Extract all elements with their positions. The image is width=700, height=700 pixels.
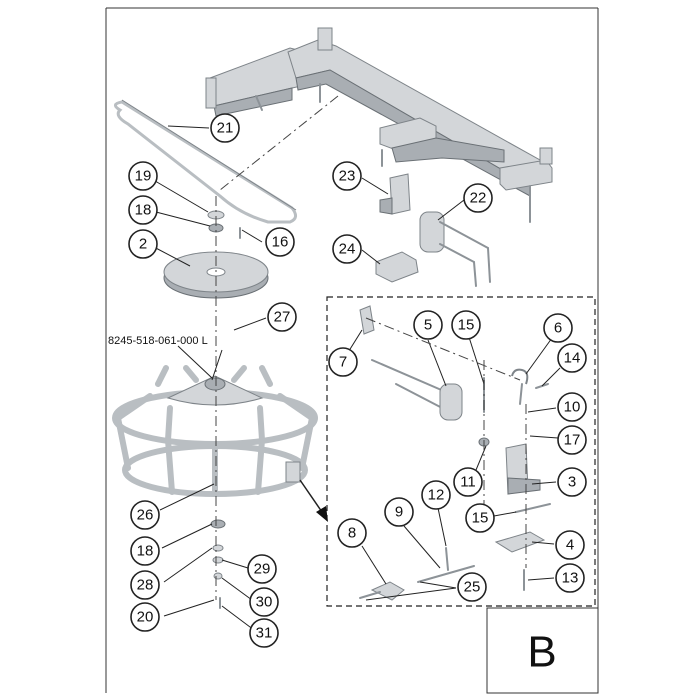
belt-part bbox=[114, 99, 297, 224]
callout-label: 29 bbox=[254, 561, 271, 578]
callout-label: 21 bbox=[217, 120, 234, 137]
leader-lines bbox=[149, 125, 561, 631]
callout-7: 7 bbox=[328, 347, 358, 377]
callout-12: 12 bbox=[421, 480, 451, 510]
callout-5: 5 bbox=[413, 310, 443, 340]
callout-10: 10 bbox=[557, 392, 587, 422]
callout-label: 27 bbox=[274, 309, 291, 326]
callout-22: 22 bbox=[463, 183, 493, 213]
callout-11: 11 bbox=[453, 467, 483, 497]
section-letter: B bbox=[527, 628, 556, 677]
reel-basket-part bbox=[112, 365, 318, 497]
callout-28: 28 bbox=[130, 570, 160, 600]
callout-20: 20 bbox=[130, 602, 160, 632]
callout-label: 17 bbox=[564, 432, 581, 449]
callout-label: 28 bbox=[137, 577, 154, 594]
callout-17: 17 bbox=[557, 425, 587, 455]
callout-label: 7 bbox=[339, 354, 347, 371]
callout-19: 19 bbox=[128, 161, 158, 191]
washer-29-part bbox=[212, 556, 224, 564]
detail-arrow bbox=[299, 479, 328, 522]
callout-label: 23 bbox=[339, 168, 356, 185]
lever-8-part bbox=[359, 581, 405, 601]
pin-12-part bbox=[445, 547, 449, 571]
callout-label: 12 bbox=[428, 487, 445, 504]
washer-28-part bbox=[212, 544, 224, 552]
callout-label: 30 bbox=[256, 594, 273, 611]
callout-label: 5 bbox=[424, 317, 432, 334]
callout-8: 8 bbox=[337, 518, 367, 548]
callout-label: 20 bbox=[137, 609, 154, 626]
callout-label: 15 bbox=[472, 510, 489, 527]
callout-label: 4 bbox=[566, 537, 574, 554]
callout-label: 18 bbox=[135, 202, 152, 219]
callout-25: 25 bbox=[457, 572, 487, 602]
callout-label: 13 bbox=[562, 570, 579, 587]
callout-4: 4 bbox=[555, 530, 585, 560]
callout-16: 16 bbox=[265, 227, 295, 257]
spring-22-part bbox=[419, 211, 491, 287]
nut-18-lower-part bbox=[210, 519, 226, 529]
callout-14: 14 bbox=[557, 343, 587, 373]
callout-label: 3 bbox=[568, 474, 576, 491]
callout-29: 29 bbox=[247, 554, 277, 584]
callout-15-lower: 15 bbox=[465, 503, 495, 533]
callout-label: 11 bbox=[460, 474, 476, 491]
shackle-6-part bbox=[511, 368, 529, 405]
callout-18-lower: 18 bbox=[130, 536, 160, 566]
callout-label: 6 bbox=[554, 320, 562, 337]
drawing-frame bbox=[105, 7, 599, 694]
plate-4-part bbox=[494, 531, 546, 553]
callout-label: 10 bbox=[564, 399, 581, 416]
main-frame-part bbox=[205, 27, 553, 223]
callout-26: 26 bbox=[130, 500, 160, 530]
callout-label: 8 bbox=[348, 525, 356, 542]
bracket-23-part bbox=[379, 173, 411, 215]
washer-30-part bbox=[213, 572, 223, 580]
bolt-15-lower-part bbox=[515, 503, 551, 513]
callout-6: 6 bbox=[543, 313, 573, 343]
callout-21: 21 bbox=[210, 113, 240, 143]
callout-label: 18 bbox=[137, 543, 154, 560]
callout-15: 15 bbox=[451, 310, 481, 340]
callout-30: 30 bbox=[249, 587, 279, 617]
callout-18: 18 bbox=[128, 195, 158, 225]
callout-31: 31 bbox=[249, 618, 279, 648]
spring-5-part bbox=[371, 359, 463, 421]
callout-label: 15 bbox=[458, 317, 475, 334]
callout-3: 3 bbox=[557, 467, 587, 497]
reference-number: 8245-518-061-000 L bbox=[108, 335, 208, 347]
assembly-axis bbox=[215, 95, 527, 600]
callout-23: 23 bbox=[332, 161, 362, 191]
rod-9-part bbox=[417, 565, 475, 583]
callout-label: 24 bbox=[339, 241, 356, 258]
callout-27: 27 bbox=[267, 302, 297, 332]
callout-label: 9 bbox=[395, 504, 403, 521]
callout-label: 14 bbox=[564, 350, 581, 367]
bracket-24-part bbox=[375, 251, 419, 283]
callout-13: 13 bbox=[555, 563, 585, 593]
callout-9: 9 bbox=[384, 497, 414, 527]
callout-24: 24 bbox=[332, 234, 362, 264]
callout-label: 25 bbox=[464, 579, 481, 596]
callout-label: 31 bbox=[256, 625, 273, 642]
bracket-3-part bbox=[505, 443, 541, 495]
detail-view-box bbox=[326, 296, 596, 607]
callout-label: 16 bbox=[272, 234, 289, 251]
callout-2: 2 bbox=[128, 229, 158, 259]
callout-label: 26 bbox=[137, 507, 154, 524]
clip-7-part bbox=[359, 305, 375, 335]
callout-label: 2 bbox=[139, 236, 147, 253]
callout-label: 19 bbox=[135, 168, 152, 185]
callout-label: 22 bbox=[470, 190, 487, 207]
